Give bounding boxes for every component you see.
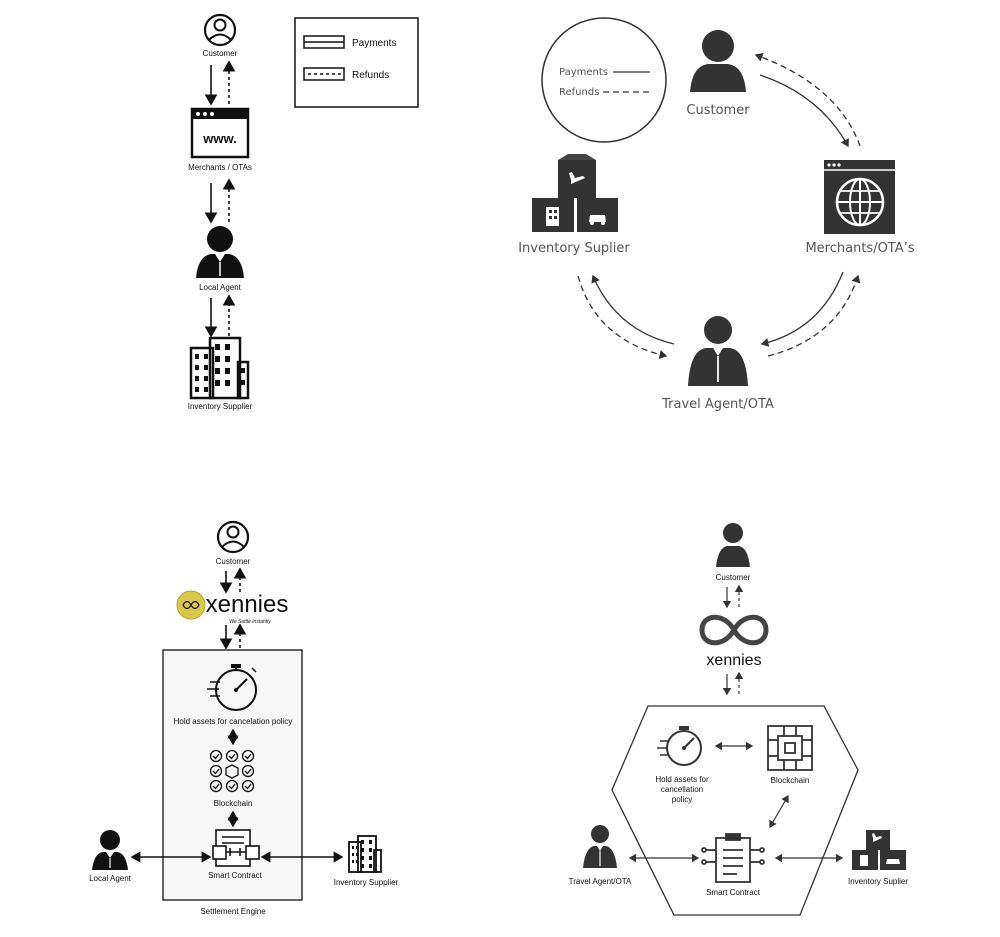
hold-label-line-3: policy — [672, 795, 692, 804]
inventory-label: Inventory Supplier — [334, 878, 399, 887]
agent-label: Travel Agent/OTA — [569, 877, 632, 886]
stopwatch-icon — [207, 664, 257, 711]
stopwatch-icon — [657, 726, 702, 766]
hold-label: Hold assets for cancelation policy — [174, 717, 293, 726]
agent-label: Travel Agent/OTA — [661, 397, 774, 412]
blockchain-label: Blockchain — [771, 776, 810, 785]
globe-window-icon — [824, 160, 895, 234]
business-person-icon — [196, 226, 244, 278]
customer-icon — [716, 523, 750, 567]
blockchain-icon — [209, 749, 255, 793]
xennies-logo: xennies We Settle Instantly — [176, 590, 289, 625]
legend-refunds: Refunds — [559, 87, 599, 98]
inventory-label: Inventory Suplier — [518, 241, 630, 256]
customer-label: Customer — [716, 573, 751, 582]
inventory-label: Inventory Suplier — [848, 877, 908, 886]
buildings-icon — [348, 835, 382, 873]
inventory-label: Inventory Supplier — [188, 402, 253, 411]
buildings-icon — [189, 336, 250, 400]
inventory-boxes-icon — [532, 154, 618, 232]
legend-circle: Payments Refunds — [541, 17, 667, 143]
customer-label: Customer — [216, 557, 251, 566]
merchants-label: Merchants / OTAs — [188, 163, 252, 172]
refund-arc — [577, 275, 668, 359]
payment-arc — [760, 271, 844, 347]
brand-wordmark: xennies — [206, 591, 289, 618]
customer-label: Customer — [686, 103, 750, 118]
legend-payments: Payments — [559, 67, 608, 78]
smart-contract-label: Smart Contract — [208, 871, 263, 880]
www-text: www. — [202, 131, 236, 146]
payment-arc — [591, 274, 675, 345]
travel-agent-icon — [688, 316, 748, 386]
blockchain-label: Blockchain — [214, 799, 253, 808]
diagram-1: Customer www. Merchants / OTAs Local Age… — [188, 13, 419, 411]
legend-payments: Payments — [352, 38, 396, 49]
link-arrow — [769, 794, 789, 829]
customer-icon — [216, 520, 250, 554]
refund-arc — [754, 52, 861, 147]
brand-tagline: We Settle Instantly — [229, 619, 271, 625]
hold-label-line-1: Hold assets for — [655, 775, 709, 784]
merchants-label: Merchants/OTA’s — [805, 241, 914, 256]
smart-contract-icon — [701, 833, 765, 883]
browser-window-icon: www. — [190, 107, 250, 159]
diagram-4: Customer xennies Hold assets for cancell… — [569, 523, 908, 916]
diagram-3: Customer xennies We Settle Instantly Set… — [89, 520, 399, 916]
legend-box: Payments Refunds — [294, 17, 419, 108]
customer-icon — [203, 13, 237, 47]
settlement-hexagon — [611, 705, 859, 916]
local-agent-label: Local Agent — [199, 283, 242, 292]
brand-wordmark: xennies — [706, 652, 761, 669]
blockchain-chip-icon — [767, 725, 813, 771]
smart-contract-icon — [212, 829, 260, 867]
business-person-icon — [92, 830, 128, 870]
customer-icon — [690, 30, 746, 92]
inventory-boxes-icon — [852, 830, 906, 870]
legend-refunds: Refunds — [352, 70, 389, 81]
refund-arc — [767, 274, 861, 357]
smart-contract-label: Smart Contract — [706, 888, 761, 897]
travel-agent-icon — [583, 825, 617, 868]
engine-label: Settlement Engine — [200, 907, 266, 916]
diagram-2: Payments Refunds Customer Merchants/OTA’… — [518, 17, 915, 412]
xennies-infinity-logo: xennies — [699, 614, 769, 669]
customer-label: Customer — [203, 49, 238, 58]
hold-label-line-2: cancellation — [661, 785, 703, 794]
local-agent-label: Local Agent — [89, 874, 132, 883]
payment-arc — [759, 74, 849, 148]
